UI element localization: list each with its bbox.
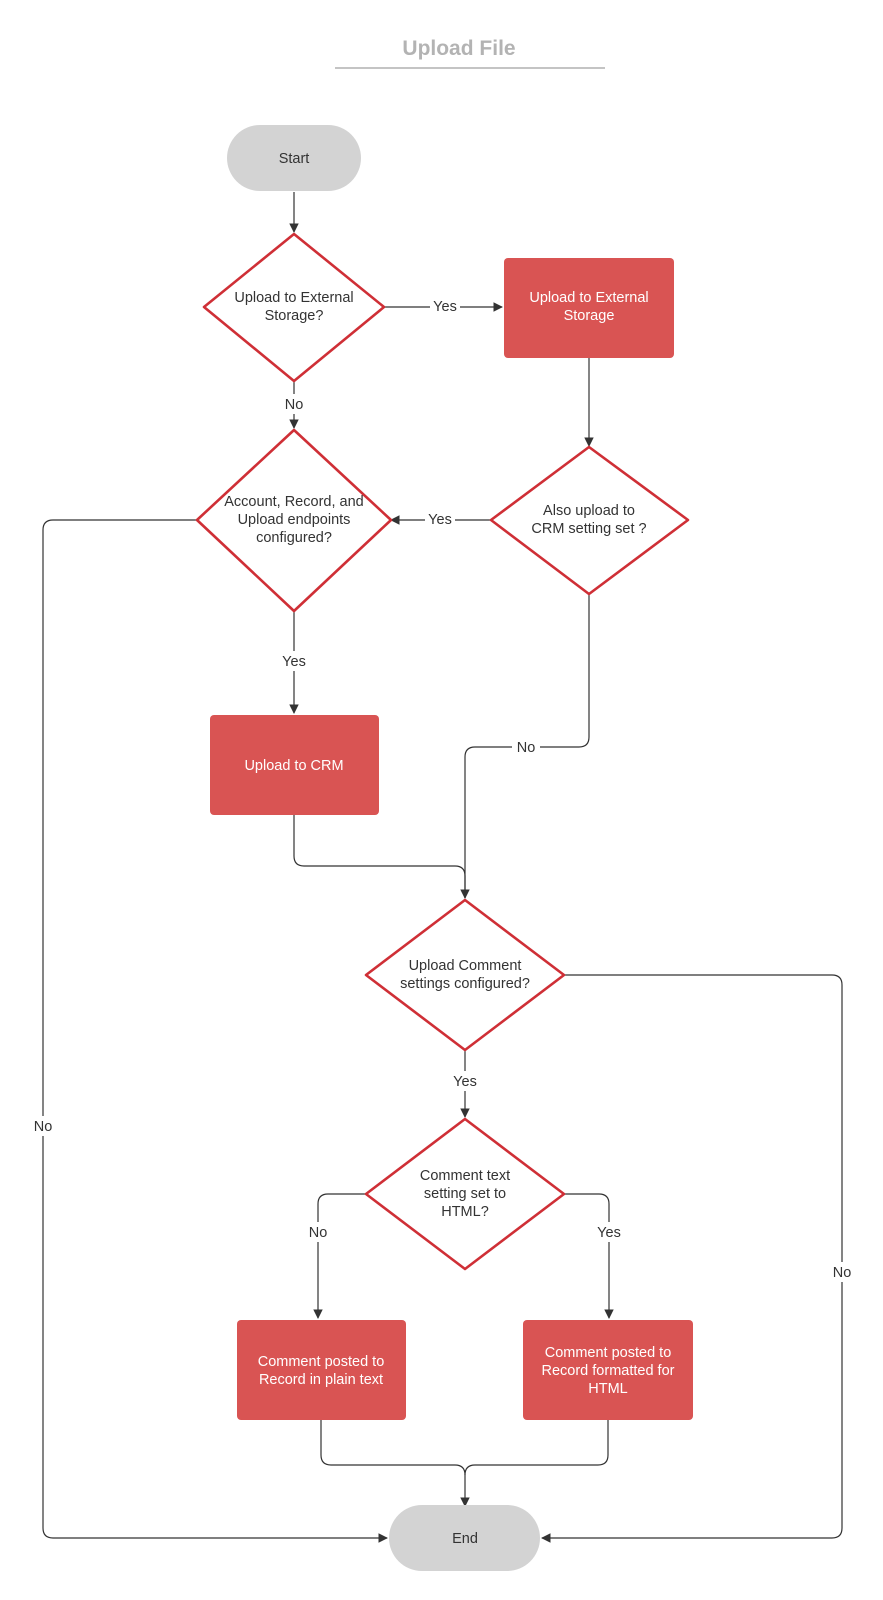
decision-comment-html-label-line-2: setting set to bbox=[424, 1186, 506, 1202]
decision-also-upload-crm: Also upload to CRM setting set ? bbox=[489, 445, 690, 596]
edge-label-comment-yes: Yes bbox=[453, 1074, 477, 1090]
edge-labels: Yes No Yes Yes No No Yes No No Yes bbox=[29, 296, 856, 1282]
process-comment-plain-label-line-2: Record in plain text bbox=[259, 1372, 383, 1388]
edge-label-endpoints-no: No bbox=[34, 1119, 53, 1135]
decision-also-upload-crm-label-line-1: Also upload to bbox=[543, 503, 635, 519]
process-upload-crm-label: Upload to CRM bbox=[244, 758, 343, 774]
process-comment-html-label-line-2: Record formatted for bbox=[542, 1363, 675, 1379]
edge-label-endpoints-yes: Yes bbox=[282, 654, 306, 670]
start-node: Start bbox=[227, 125, 361, 191]
edge-plain-to-end bbox=[320, 1420, 470, 1507]
end-node: End bbox=[389, 1505, 540, 1571]
edge-label-html-no: No bbox=[309, 1225, 328, 1241]
edge-html-yes bbox=[564, 1193, 614, 1319]
decision-also-upload-crm-label-line-2: CRM setting set ? bbox=[531, 521, 646, 537]
connectors bbox=[42, 192, 843, 1543]
decision-comment-html-label-line-1: Comment text bbox=[420, 1168, 510, 1184]
decision-endpoints-configured-label-line-1: Account, Record, and bbox=[224, 494, 363, 510]
diagram-title: Upload File bbox=[402, 37, 515, 60]
decision-upload-external-label-line-1: Upload to External bbox=[234, 290, 353, 306]
process-comment-plain: Comment posted to Record in plain text bbox=[237, 1320, 406, 1420]
decision-comment-html: Comment text setting set to HTML? bbox=[364, 1117, 566, 1271]
decision-comment-html-label-line-3: HTML? bbox=[441, 1204, 489, 1220]
process-upload-external-label-line-2: Storage bbox=[564, 308, 615, 324]
decision-comment-configured-label-line-2: settings configured? bbox=[400, 976, 530, 992]
edge-label-external-no: No bbox=[285, 397, 304, 413]
decision-endpoints-configured-label-line-2: Upload endpoints bbox=[238, 512, 351, 528]
process-comment-plain-label-line-1: Comment posted to bbox=[258, 1354, 385, 1370]
decision-comment-configured: Upload Comment settings configured? bbox=[364, 898, 566, 1052]
edge-html-no bbox=[313, 1193, 366, 1319]
start-label: Start bbox=[279, 151, 310, 167]
edge-endpoints-no bbox=[42, 519, 388, 1543]
edge-label-external-yes: Yes bbox=[433, 299, 457, 315]
process-upload-crm: Upload to CRM bbox=[210, 715, 379, 815]
decision-comment-configured-label-line-1: Upload Comment bbox=[409, 958, 522, 974]
process-upload-external-label-line-1: Upload to External bbox=[529, 290, 648, 306]
process-comment-plain-label: Comment posted to Record in plain text bbox=[258, 1354, 385, 1388]
decision-comment-configured-label: Upload Comment settings configured? bbox=[400, 958, 530, 992]
edge-html-to-end bbox=[464, 1420, 609, 1476]
edge-comment-no bbox=[541, 974, 843, 1543]
edge-label-html-yes: Yes bbox=[597, 1225, 621, 1241]
end-label: End bbox=[452, 1531, 478, 1547]
process-comment-html-label-line-3: HTML bbox=[588, 1381, 627, 1397]
process-comment-html-label-line-1: Comment posted to bbox=[545, 1345, 672, 1361]
edge-label-also-crm-no: No bbox=[517, 740, 536, 756]
edge-label-also-crm-yes: Yes bbox=[428, 512, 452, 528]
edge-label-comment-no: No bbox=[833, 1265, 852, 1281]
decision-also-upload-crm-label: Also upload to CRM setting set ? bbox=[531, 503, 646, 537]
decision-upload-external-label-line-2: Storage? bbox=[265, 308, 324, 324]
decision-comment-html-label: Comment text setting set to HTML? bbox=[420, 1168, 510, 1220]
edge-crm-upload-to-comment bbox=[293, 815, 466, 898]
decision-endpoints-configured-label-line-3: configured? bbox=[256, 530, 332, 546]
